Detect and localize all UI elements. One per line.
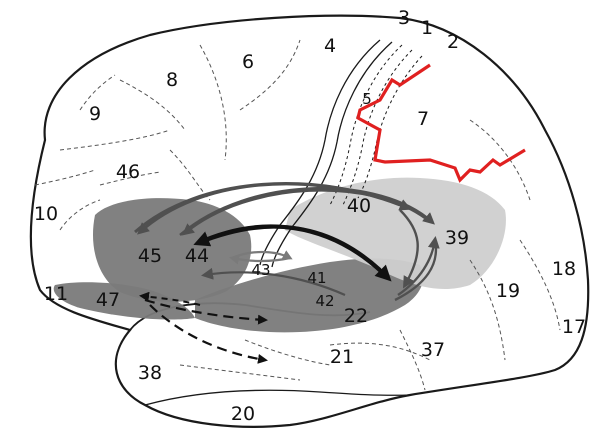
arrow-22-44-thick-start — [193, 224, 382, 272]
label-area-37: 37 — [421, 339, 445, 361]
arrow-47-dashed-back — [139, 291, 201, 306]
label-area-39: 39 — [445, 227, 469, 249]
label-area-19: 19 — [496, 280, 520, 302]
arrow-47-dashed-2 — [149, 304, 268, 364]
label-area-46: 46 — [116, 161, 140, 183]
arrow-39-44 — [181, 189, 426, 236]
label-area-18: 18 — [552, 258, 576, 280]
arrow-44-39 — [179, 187, 435, 236]
arrow-43-light-back — [229, 254, 291, 265]
label-area-21: 21 — [330, 346, 354, 368]
label-area-10: 10 — [34, 203, 58, 225]
label-area-22: 22 — [344, 305, 368, 327]
label-area-45: 45 — [138, 245, 162, 267]
arrow-40-39-loop — [399, 209, 419, 289]
orbital-region-47 — [53, 282, 195, 320]
label-area-43: 43 — [251, 261, 270, 279]
label-area-4: 4 — [324, 35, 336, 57]
parietal-region-40-39 — [285, 177, 506, 290]
label-area-8: 8 — [166, 69, 178, 91]
area-7-boundary — [356, 63, 526, 183]
label-area-5: 5 — [362, 90, 372, 108]
label-area-40: 40 — [347, 195, 371, 217]
label-area-3: 3 — [398, 7, 410, 29]
connection-arrows — [134, 182, 440, 364]
arrow-22-44-mid — [201, 267, 346, 297]
central-sulcus — [259, 39, 393, 268]
label-area-2: 2 — [447, 31, 459, 53]
label-area-42: 42 — [315, 292, 334, 310]
label-area-20: 20 — [231, 403, 255, 425]
arrow-22-39-up — [397, 236, 440, 296]
label-area-11: 11 — [44, 283, 68, 305]
label-area-17: 17 — [562, 316, 586, 338]
label-area-7: 7 — [417, 108, 429, 130]
label-area-38: 38 — [138, 362, 162, 384]
inferior-temporal-edge — [144, 389, 411, 406]
label-area-41: 41 — [307, 269, 326, 287]
label-area-1: 1 — [421, 17, 433, 39]
area-labels: 3 1 2 4 6 8 9 5 7 46 10 40 39 45 44 43 4… — [34, 7, 586, 425]
sulci — [34, 39, 561, 391]
label-area-6: 6 — [242, 51, 254, 73]
label-area-44: 44 — [185, 245, 209, 267]
label-area-9: 9 — [89, 103, 101, 125]
superior-temporal-region — [195, 258, 424, 333]
label-area-47: 47 — [96, 289, 120, 311]
